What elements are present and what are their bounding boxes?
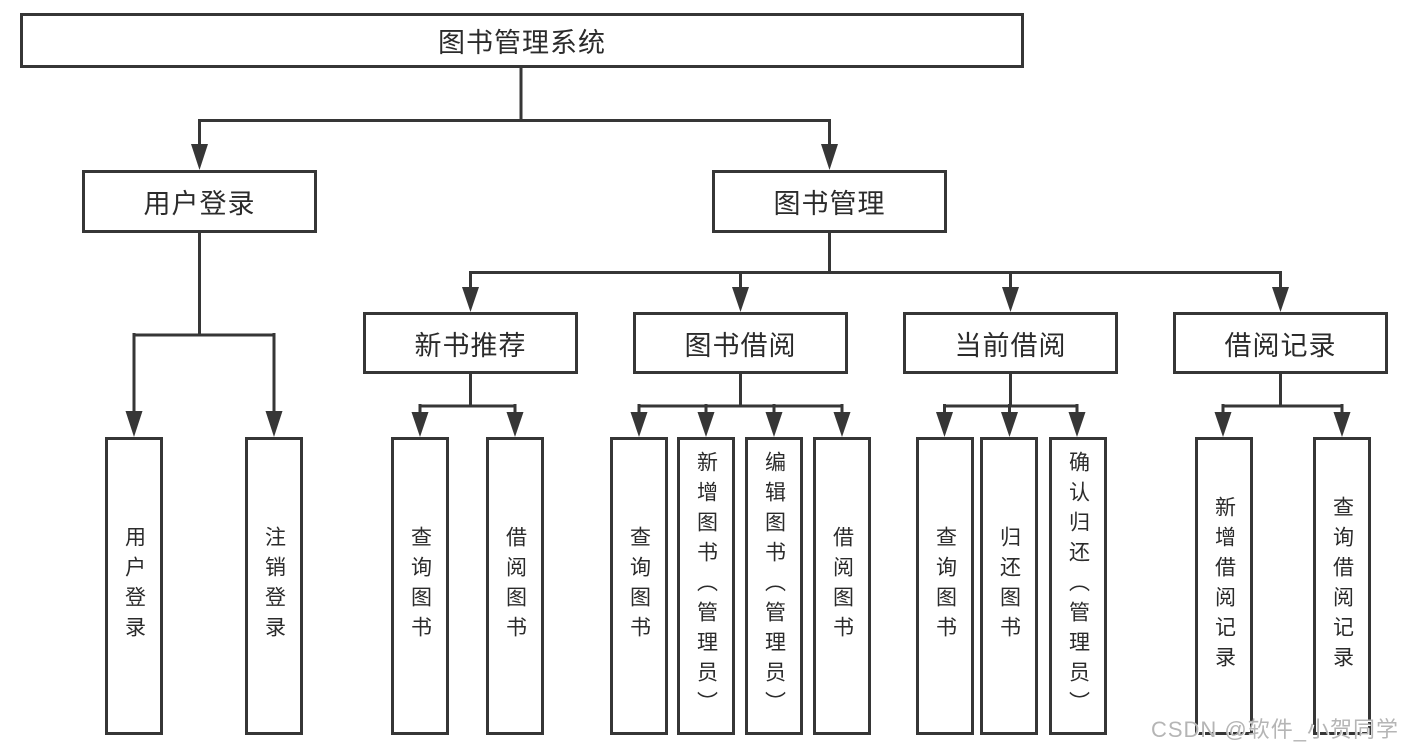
arrowhead-icon [936, 412, 953, 437]
leaf-borrow-books-borrowing: 借阅图书 [813, 437, 871, 735]
leaf-edit-book-admin: 编辑图书（管理员） [745, 437, 803, 735]
arrowhead-icon [697, 412, 715, 437]
arrowhead-icon [462, 287, 479, 312]
leaf-user-login: 用户登录 [105, 437, 163, 735]
arrowhead-icon [765, 412, 783, 437]
leaf-add-borrow-record: 新增借阅记录 [1195, 437, 1253, 735]
csdn-watermark: CSDN @软件_小贺同学 [1150, 717, 1399, 742]
arrowhead-icon [821, 144, 838, 170]
arrowhead-icon [411, 412, 429, 437]
leaf-return-book: 归还图书 [980, 437, 1038, 735]
node-book-management: 图书管理 [712, 170, 947, 233]
leaf-confirm-return-admin: 确认归还（管理员） [1049, 437, 1107, 735]
arrowhead-icon [506, 412, 524, 437]
leaf-borrow-books-recommend: 借阅图书 [486, 437, 544, 735]
leaf-query-borrow-record: 查询借阅记录 [1313, 437, 1371, 735]
arrowhead-icon [265, 411, 283, 437]
leaf-query-books-current: 查询图书 [916, 437, 974, 735]
arrowhead-icon [191, 144, 208, 170]
arrowhead-icon [1068, 412, 1086, 437]
arrowhead-icon [732, 287, 749, 312]
arrowhead-icon [1001, 412, 1018, 437]
leaf-add-book-admin: 新增图书（管理员） [677, 437, 735, 735]
arrowhead-icon [833, 412, 851, 437]
node-user-login: 用户登录 [82, 170, 317, 233]
leaf-query-books-recommend: 查询图书 [391, 437, 449, 735]
arrowhead-icon [125, 411, 143, 437]
arrowhead-icon [1002, 287, 1019, 312]
arrowhead-icon [630, 412, 648, 437]
leaf-logout: 注销登录 [245, 437, 303, 735]
node-book-borrowing: 图书借阅 [633, 312, 848, 374]
node-current-borrowing: 当前借阅 [903, 312, 1118, 374]
node-borrowing-records: 借阅记录 [1173, 312, 1388, 374]
arrowhead-icon [1214, 412, 1232, 437]
arrowhead-icon [1272, 287, 1289, 312]
leaf-query-books-borrowing: 查询图书 [610, 437, 668, 735]
node-new-book-recommendation: 新书推荐 [363, 312, 578, 374]
node-library-management-system: 图书管理系统 [20, 13, 1024, 68]
arrowhead-icon [1333, 412, 1351, 437]
